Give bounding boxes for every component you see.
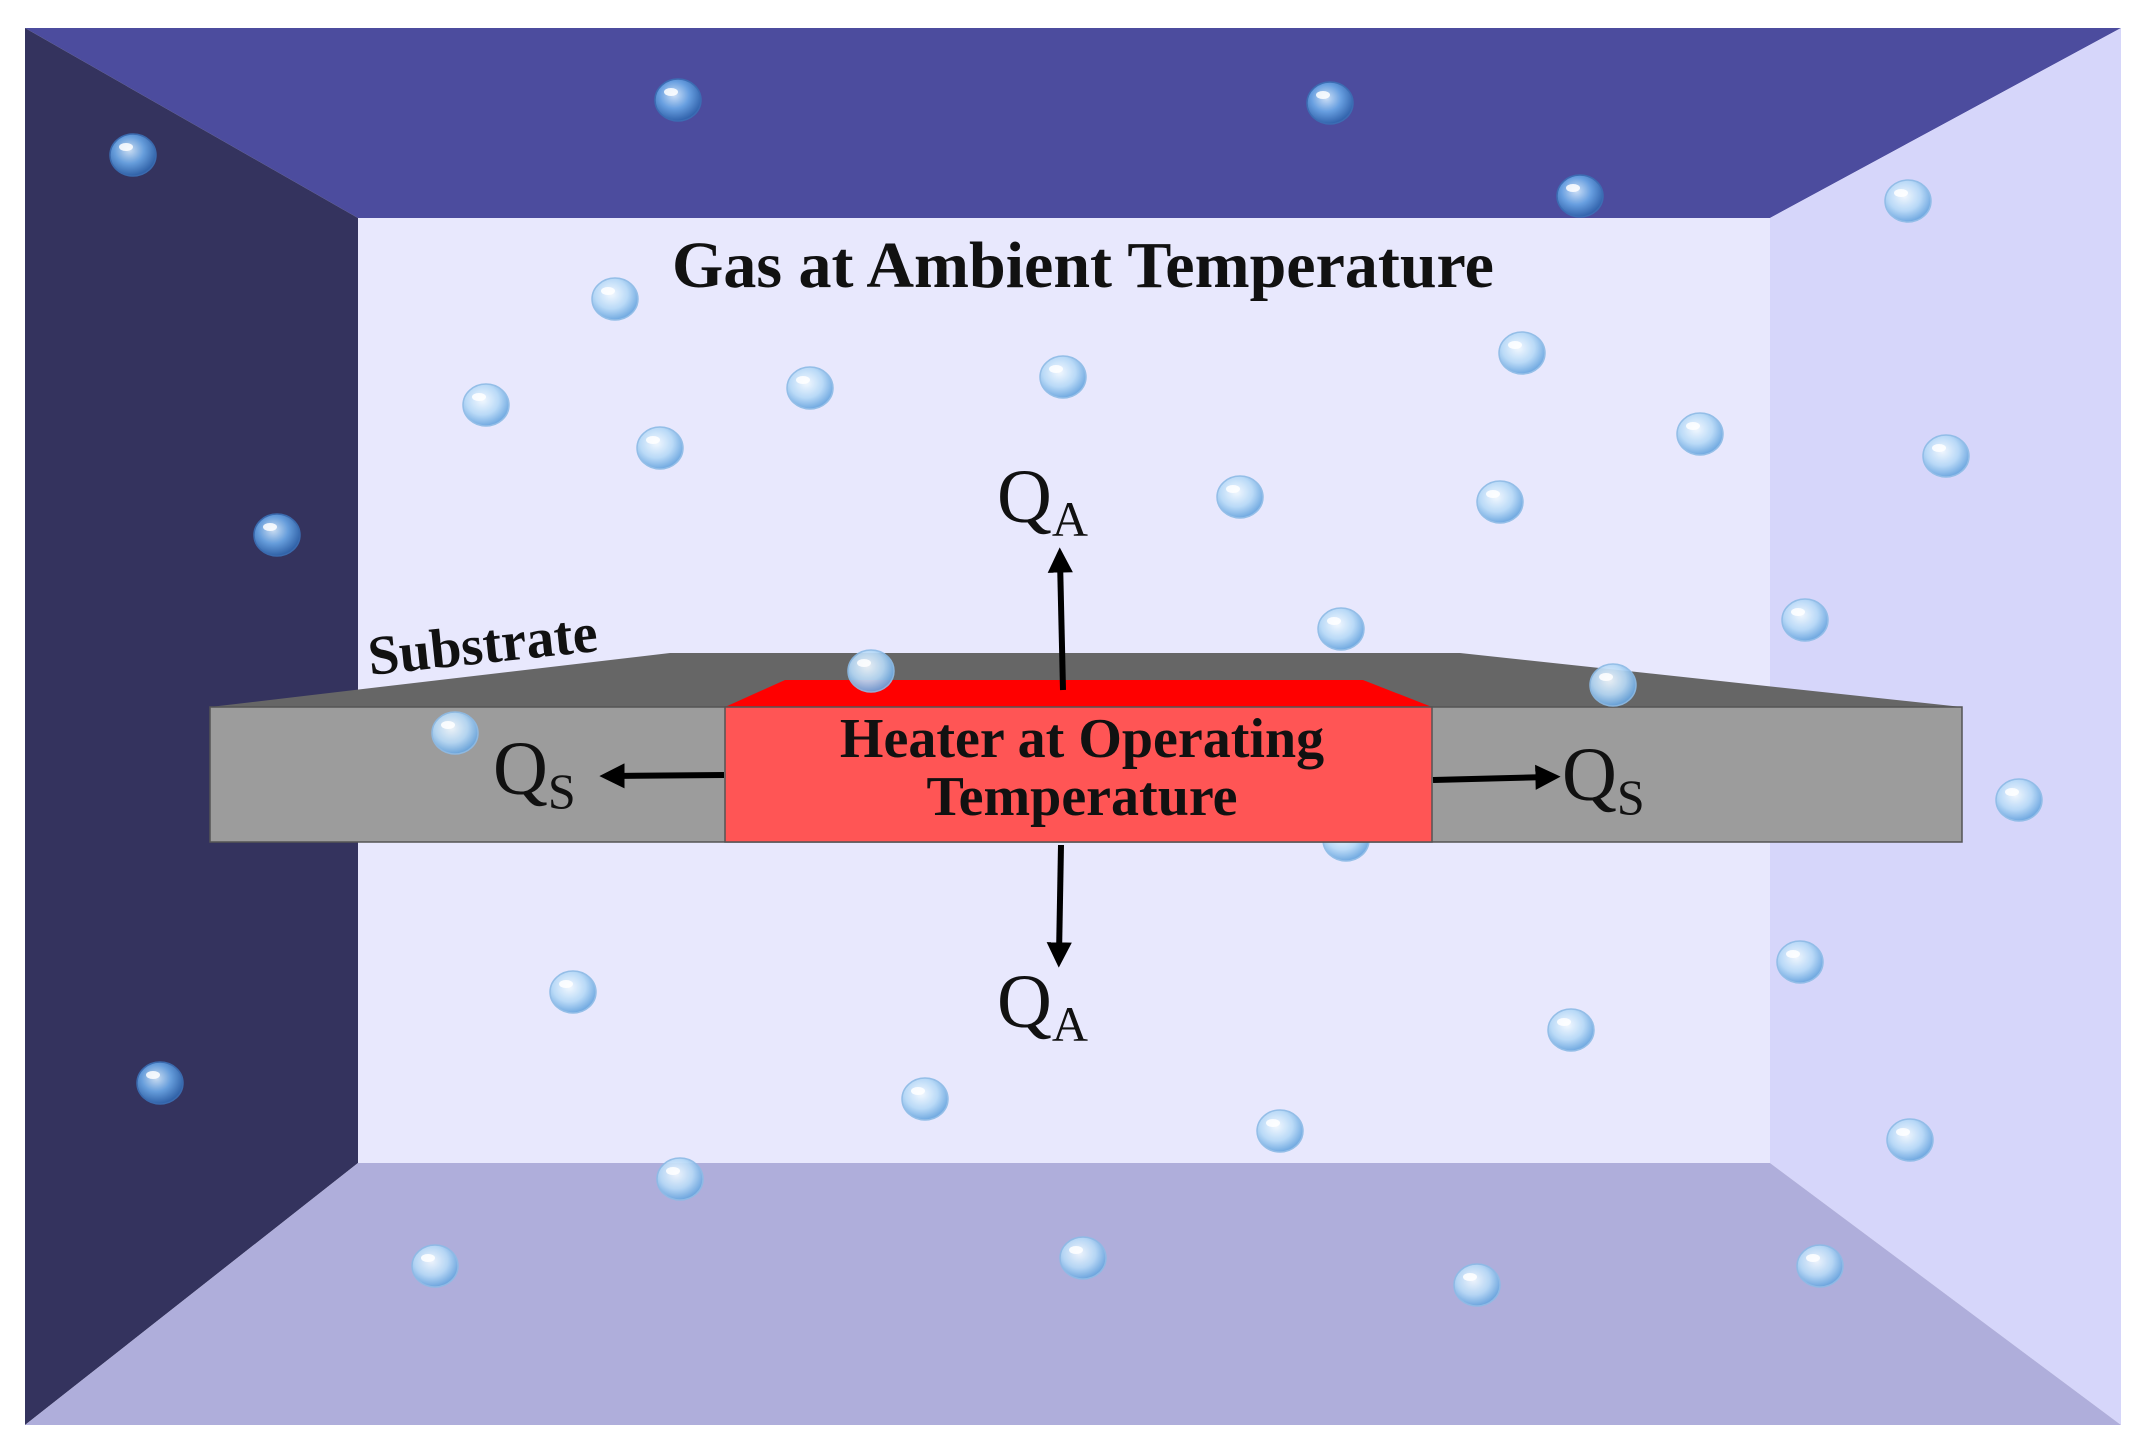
arrow-icon xyxy=(1046,844,1072,968)
heat-flow-air-up-label: QA xyxy=(997,455,1088,547)
heater-top-face xyxy=(725,680,1432,707)
gas-molecules-front xyxy=(431,649,1637,755)
gas-bubble-icon xyxy=(136,1061,184,1105)
floor xyxy=(25,1163,2121,1425)
heater-label-line1: Heater at Operating xyxy=(840,708,1324,770)
heater xyxy=(724,680,1433,843)
gas-bubble-icon xyxy=(109,133,157,177)
heat-flow-air-down-label: QA xyxy=(997,960,1088,1052)
gas-bubble-icon xyxy=(1317,607,1365,651)
gas-bubble-icon xyxy=(1886,1118,1934,1162)
arrow-icon xyxy=(1432,764,1561,790)
gas-bubble-icon xyxy=(1059,1236,1107,1280)
gas-bubble-icon xyxy=(1776,940,1824,984)
gas-bubble-icon xyxy=(1995,778,2043,822)
gas-bubble-icon xyxy=(786,366,834,410)
gas-bubble-icon xyxy=(1039,355,1087,399)
gas-bubble-icon xyxy=(549,970,597,1014)
diagram-title: Gas at Ambient Temperature xyxy=(672,229,1494,302)
gas-bubble-icon xyxy=(1453,1263,1501,1307)
heat-flow-substrate-left-label: QS xyxy=(493,727,576,819)
q-letter: Q xyxy=(1562,733,1617,817)
gas-bubble-icon xyxy=(253,513,301,557)
gas-bubble-icon xyxy=(1256,1109,1304,1153)
gas-bubble-icon xyxy=(1556,174,1604,218)
heater-front-face xyxy=(724,706,1433,843)
left-wall xyxy=(25,28,358,1425)
heater-label-line2: Temperature xyxy=(926,766,1237,828)
gas-bubble-icon xyxy=(901,1077,949,1121)
gas-bubble-icon xyxy=(1922,434,1970,478)
gas-bubble-icon xyxy=(1884,179,1932,223)
q-letter: Q xyxy=(997,960,1052,1044)
room-box xyxy=(25,28,2121,1425)
top-wall xyxy=(25,28,2121,218)
q-subscript: S xyxy=(548,763,576,819)
gas-bubble-icon xyxy=(1796,1244,1844,1288)
gas-bubble-icon xyxy=(847,649,895,693)
gas-bubble-icon xyxy=(636,426,684,470)
gas-bubble-icon xyxy=(591,277,639,321)
gas-bubble-icon xyxy=(656,1157,704,1201)
q-letter: Q xyxy=(493,727,548,811)
gas-bubble-icon xyxy=(431,711,479,755)
gas-bubble-icon xyxy=(1216,475,1264,519)
arrow-icon xyxy=(599,763,725,789)
q-subscript: S xyxy=(1617,769,1645,825)
q-subscript: A xyxy=(1052,491,1088,547)
gas-bubble-icon xyxy=(1476,480,1524,524)
gas-bubble-icon xyxy=(1781,598,1829,642)
arrow-icon xyxy=(1047,547,1073,691)
gas-bubble-icon xyxy=(462,383,510,427)
heat-flow-substrate-right-label: QS xyxy=(1562,733,1645,825)
gas-bubble-icon xyxy=(654,78,702,122)
gas-bubble-icon xyxy=(1306,81,1354,125)
gas-bubble-icon xyxy=(1498,331,1546,375)
gas-bubble-icon xyxy=(1589,663,1637,707)
gas-bubble-icon xyxy=(1676,412,1724,456)
q-subscript: A xyxy=(1052,996,1088,1052)
gas-molecules xyxy=(109,78,2043,1307)
q-letter: Q xyxy=(997,455,1052,539)
heat-flow-arrows xyxy=(599,547,1561,968)
gas-bubble-icon xyxy=(1547,1008,1595,1052)
gas-bubble-icon xyxy=(411,1244,459,1288)
